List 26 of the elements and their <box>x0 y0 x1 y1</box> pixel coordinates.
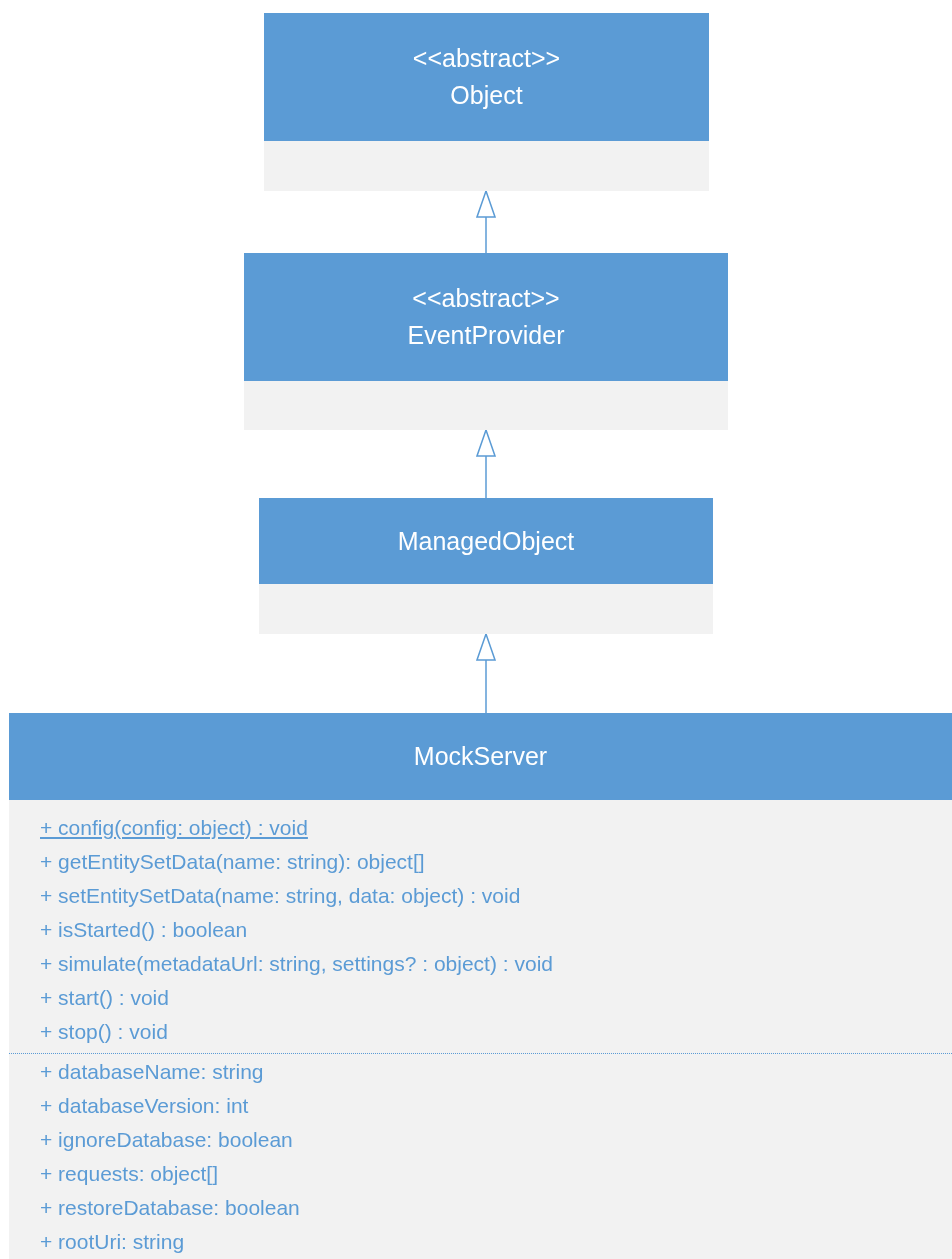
inheritance-arrow <box>476 633 496 714</box>
attribute-text: + databaseName: string <box>40 1059 264 1085</box>
inheritance-arrow <box>476 429 496 499</box>
class-name: MockServer <box>413 741 548 772</box>
attribute-text: + ignoreDatabase: boolean <box>40 1127 293 1153</box>
stereotype-label: <<abstract>> <box>412 283 560 314</box>
inheritance-arrow <box>476 190 496 254</box>
method-text: + getEntitySetData(name: string): object[] <box>40 849 425 875</box>
method-text: + setEntitySetData(name: string, data: object) : void <box>40 883 521 909</box>
attribute-text: + rootUri: string <box>40 1229 185 1255</box>
class-name: ManagedObject <box>397 525 575 557</box>
class-box <box>259 498 713 634</box>
method-text: + config(config: object) : void <box>40 815 308 841</box>
method-text: + simulate(metadataUrl: string, settings? : object) : void <box>40 951 553 977</box>
method-text: + isStarted() : boolean <box>40 917 248 943</box>
stereotype-label: <<abstract>> <box>412 43 561 74</box>
method-text: + start() : void <box>40 985 169 1011</box>
method-text: + stop() : void <box>40 1019 168 1045</box>
attribute-text: + restoreDatabase: boolean <box>40 1195 300 1221</box>
class-name: Object <box>450 80 523 111</box>
class-box <box>264 13 709 191</box>
class-box <box>9 713 952 1259</box>
attribute-text: + requests: object[] <box>40 1161 219 1187</box>
class-name: EventProvider <box>407 320 565 351</box>
attribute-text: + databaseVersion: int <box>40 1093 249 1119</box>
class-box <box>244 253 728 430</box>
